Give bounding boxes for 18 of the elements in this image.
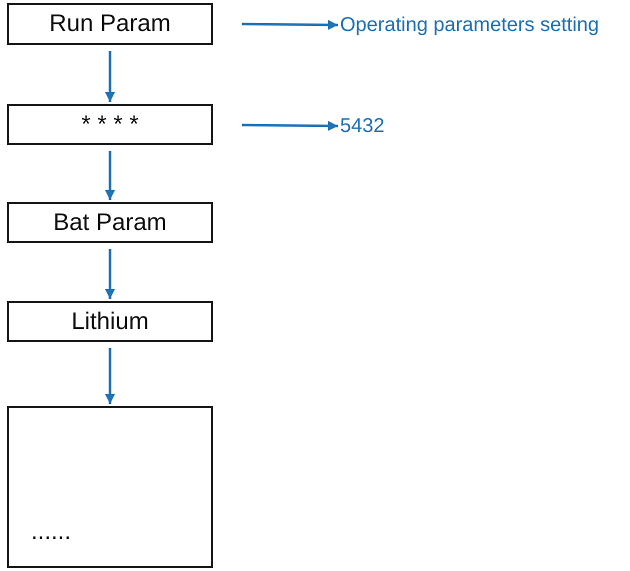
menu-box xyxy=(7,301,213,342)
menu-text: Run Param xyxy=(49,10,171,38)
arrow xyxy=(105,51,115,102)
menu-text: Bat Param xyxy=(53,208,167,236)
arrow xyxy=(242,20,338,30)
arrow xyxy=(105,249,115,299)
menu-box xyxy=(7,3,213,45)
arrow xyxy=(242,120,338,131)
arrow xyxy=(105,348,115,404)
menu-box xyxy=(7,104,213,145)
menu-text: 5432 xyxy=(340,114,384,138)
arrow xyxy=(105,151,115,200)
menu-box xyxy=(7,406,213,568)
menu-text: * * * * xyxy=(81,110,139,138)
menu-text: ...... xyxy=(31,518,72,545)
menu-text: Lithium xyxy=(71,308,149,336)
menu-box xyxy=(7,202,213,243)
menu-text: Operating parameters setting xyxy=(340,14,600,36)
